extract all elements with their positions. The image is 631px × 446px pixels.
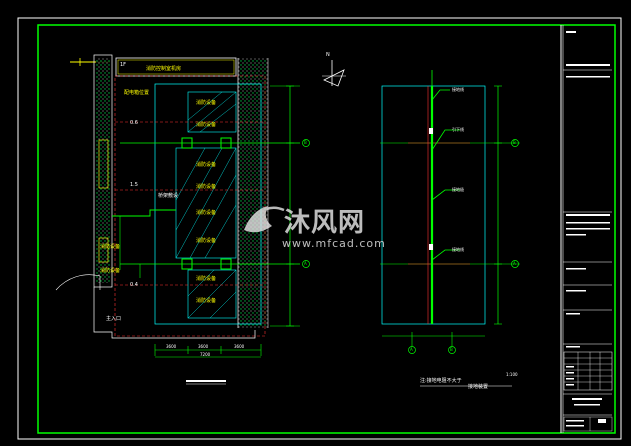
top-room-label: 消防控制室机房 (146, 66, 182, 72)
watermark-brand-cn: 沐风网 (284, 208, 366, 238)
room-label-4: 消防设备 (196, 184, 217, 190)
room-label-8: 消防设备 (196, 298, 217, 304)
right-axis-b: B (513, 140, 516, 145)
left-axis-a: A (304, 261, 307, 266)
right-title-code: 1:100 (506, 372, 518, 377)
dim-3: 3600 (234, 344, 245, 349)
level-mark-1: 0.6 (130, 120, 138, 126)
right-grounding-plan (380, 70, 520, 387)
room-label-1: 消防设备 (196, 100, 217, 106)
right-title-sub: 接地装置 (468, 384, 489, 390)
note-left: 桥架敷设 (158, 193, 179, 199)
room-label-7: 消防设备 (196, 276, 217, 282)
left-floor-plan (55, 54, 310, 385)
right-note-1: 接地线 (452, 87, 464, 92)
floor-tag: 1F (120, 62, 127, 68)
right-bottom-axis-a: A (410, 347, 413, 352)
dim-1: 3600 (166, 344, 177, 349)
right-note-4: 接地线 (452, 247, 464, 252)
dim-total: 7200 (200, 352, 211, 357)
right-note-3: 接地极 (452, 187, 464, 192)
room-label-3: 消防设备 (196, 162, 217, 168)
compass-label: N (326, 52, 330, 58)
watermark-logo-icon (244, 206, 285, 233)
dim-2: 3600 (198, 344, 209, 349)
right-title-text: 注:接地电阻不大于 (420, 378, 462, 384)
watermark: 沐风网 www.mfcad.com (246, 202, 386, 250)
level-mark-2: 1.5 (130, 182, 138, 188)
watermark-brand-en: www.mfcad.com (282, 237, 386, 250)
room-label-5: 消防设备 (196, 210, 217, 216)
left-axis-b: B (304, 140, 307, 145)
title-block (560, 25, 613, 433)
wall-label: 配电箱位置 (124, 90, 150, 96)
room-label-2: 消防设备 (196, 122, 217, 128)
right-bottom-axis-b: B (450, 347, 453, 352)
room-label-9: 消防设备 (100, 268, 121, 274)
room-label-10: 消防设备 (100, 244, 121, 250)
room-label-6: 消防设备 (196, 238, 217, 244)
outer-frame (17, 17, 622, 440)
level-mark-3: 0.4 (130, 282, 138, 288)
right-note-2: 引下线 (452, 127, 464, 132)
north-arrow (322, 60, 346, 87)
bottom-entry: 主入口 (106, 316, 122, 322)
right-axis-a: A (513, 261, 516, 266)
inner-frame (37, 24, 616, 434)
